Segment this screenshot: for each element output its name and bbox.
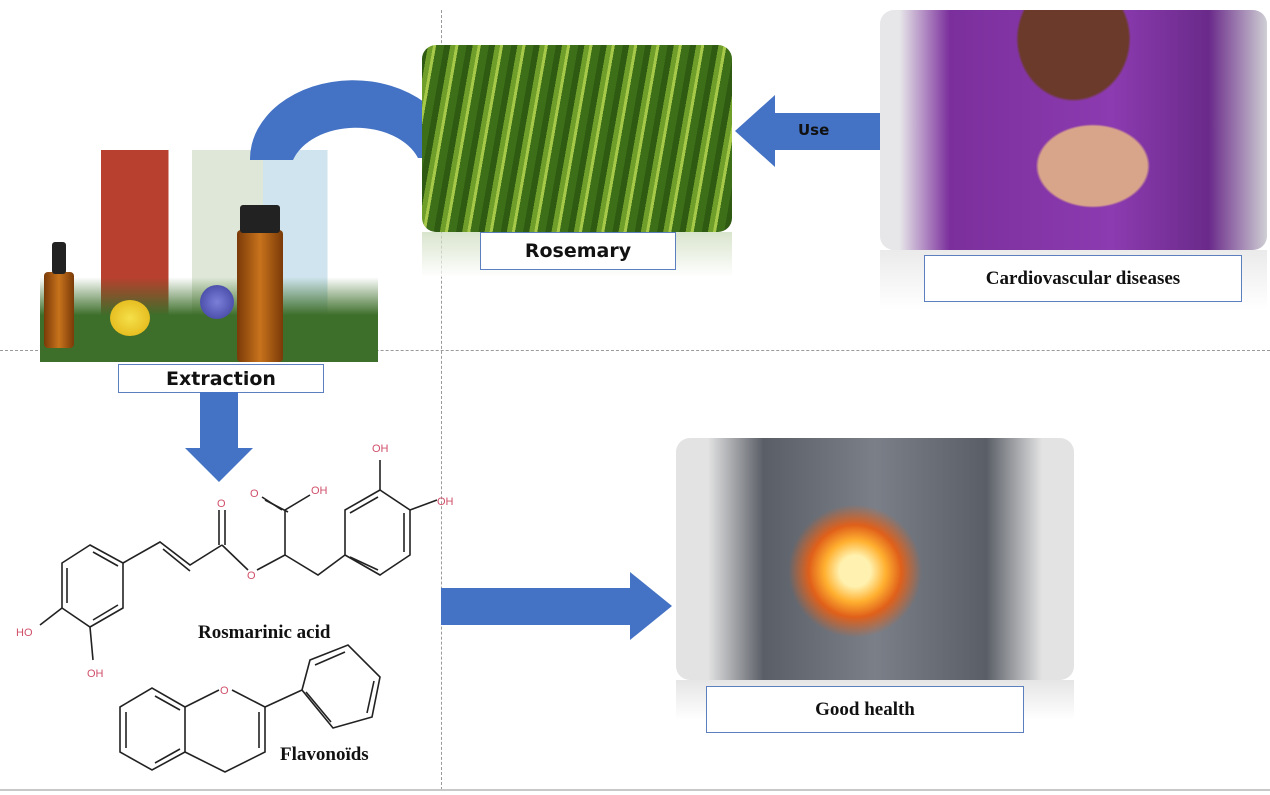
svg-text:OH: OH xyxy=(87,668,104,680)
rosemary-image xyxy=(422,45,732,232)
vertical-divider xyxy=(441,10,442,790)
bottom-rule xyxy=(0,789,1270,791)
svg-text:OH: OH xyxy=(311,485,328,497)
flavonoid-structure xyxy=(119,644,381,773)
dropper-cap-icon xyxy=(52,242,66,274)
bottle-icon xyxy=(237,230,283,362)
rosemary-label: Rosemary xyxy=(480,232,676,270)
yellow-flower-icon xyxy=(110,300,150,336)
use-label: Use xyxy=(798,121,830,139)
curved-arrow xyxy=(249,80,456,160)
svg-text:O: O xyxy=(217,498,226,510)
down-arrow xyxy=(185,392,253,482)
svg-text:OH: OH xyxy=(372,443,389,455)
rosmarinic-acid-structure xyxy=(39,460,438,661)
bottle-icon xyxy=(44,272,74,348)
rosmarinic-acid-label: Rosmarinic acid xyxy=(198,622,331,643)
flavonoid-oxygen: O xyxy=(220,685,229,697)
good-health-label: Good health xyxy=(706,686,1024,733)
svg-text:OH: OH xyxy=(437,496,454,508)
blue-flower-icon xyxy=(200,285,234,319)
extraction-image xyxy=(40,150,378,362)
bottle-cap-icon xyxy=(240,205,280,233)
good-health-image xyxy=(676,438,1074,680)
right-arrow xyxy=(441,572,672,640)
rosmarinic-acid-atoms: HO OH O O O OH OH OH xyxy=(16,443,454,680)
horizontal-divider xyxy=(0,350,1270,351)
flavonoids-label: Flavonoïds xyxy=(280,744,369,765)
svg-text:O: O xyxy=(250,488,259,500)
use-arrow xyxy=(735,95,880,167)
cardiovascular-image xyxy=(880,10,1267,250)
cardiovascular-label: Cardiovascular diseases xyxy=(924,255,1242,302)
molecule-structures: HO OH O O O OH OH OH O xyxy=(16,443,454,773)
svg-text:O: O xyxy=(247,570,256,582)
svg-text:HO: HO xyxy=(16,627,33,639)
